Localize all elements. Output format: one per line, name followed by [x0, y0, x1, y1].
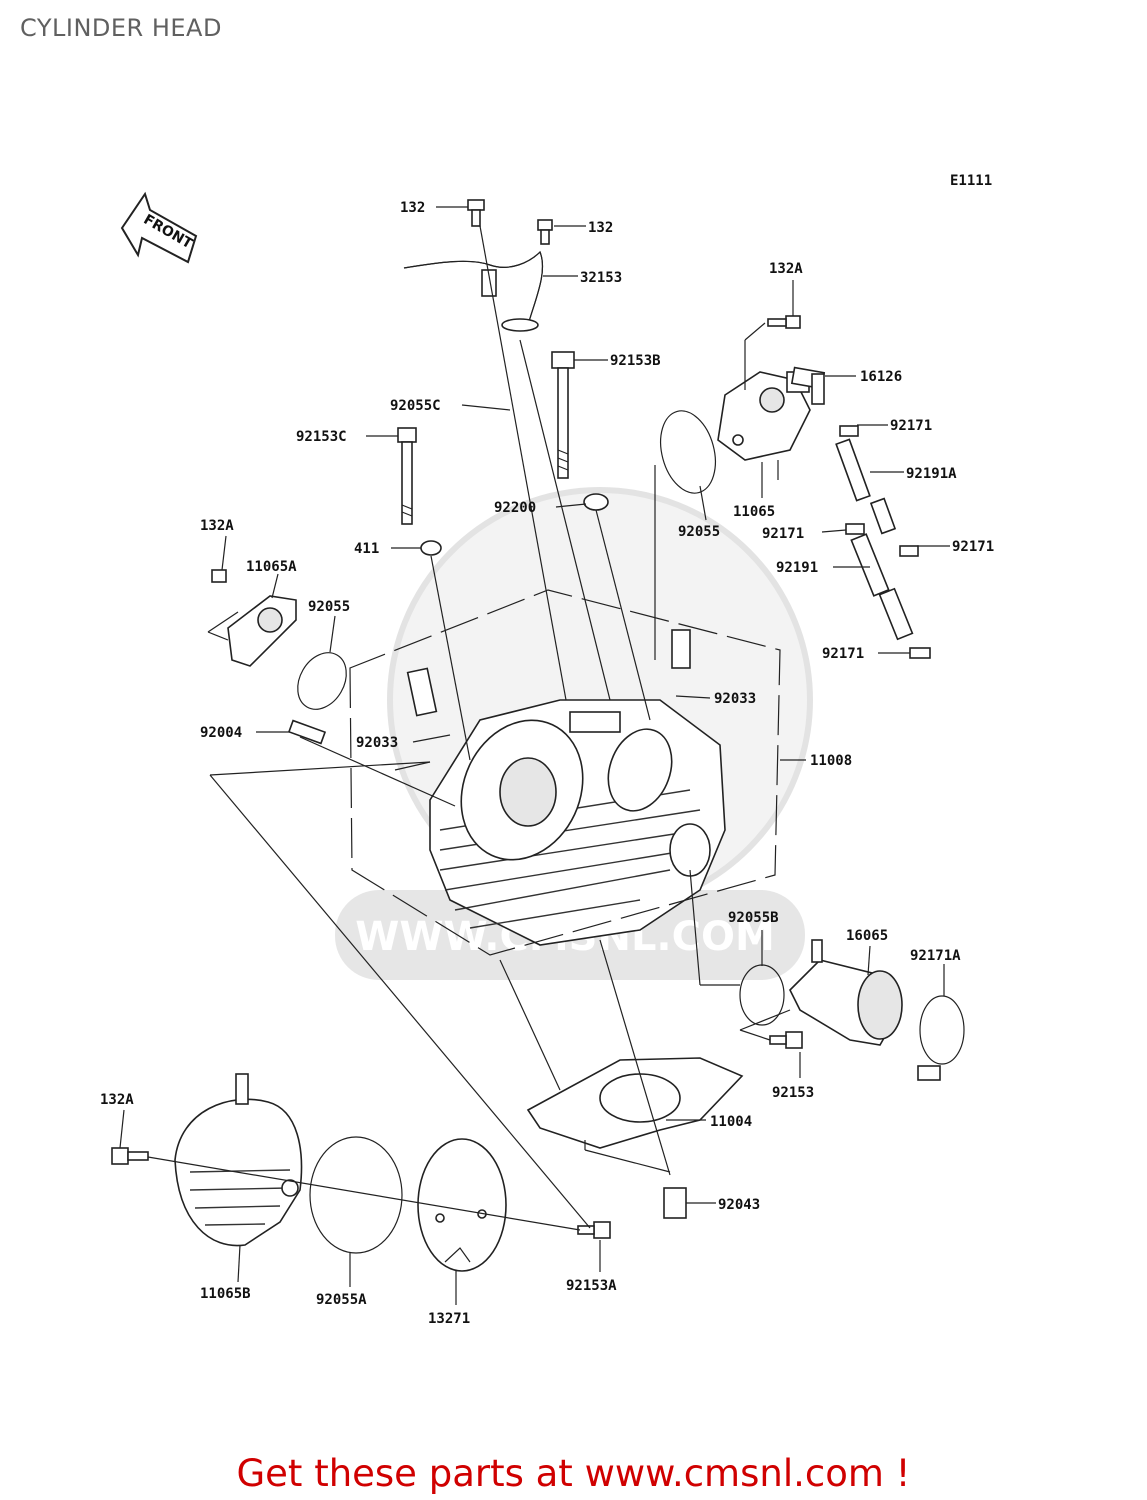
bolt-92153a	[577, 1221, 611, 1239]
clamp-92171-d	[909, 647, 931, 659]
bolt-92153c	[397, 427, 417, 525]
cover-11065b	[174, 1073, 303, 1247]
callout-label: 92055A	[316, 1292, 367, 1308]
bolt-132a-top	[767, 315, 801, 329]
bolt-132-a	[467, 199, 485, 227]
callout-label: 132A	[100, 1092, 134, 1108]
washer-92200	[583, 493, 609, 511]
hose-92191a	[835, 438, 897, 535]
cylinder-head	[429, 699, 726, 946]
callout-label: 13271	[428, 1311, 470, 1327]
gasket-11004	[526, 1057, 744, 1149]
bolt-132a-bottom	[111, 1147, 149, 1165]
parts-diagram: WWW.CMSNL.COM FRONT E1111	[100, 173, 994, 1327]
callout-label: 92171	[952, 539, 994, 555]
callout-label: 92171	[822, 646, 864, 662]
callout-label: 92191A	[906, 466, 957, 482]
callout-label: 92055	[308, 599, 350, 615]
callout-labels: 132 132 32153 132A 16126 92153B 92055C 9…	[100, 200, 994, 1327]
clamp-92171-b	[845, 523, 865, 535]
callout-label: 132A	[200, 518, 234, 534]
callout-label: 92200	[494, 500, 536, 516]
callout-label: 92153	[772, 1085, 814, 1101]
callout-label: 92171	[762, 526, 804, 542]
clamp-92171-a	[839, 425, 859, 437]
assembly-bracket	[349, 589, 781, 956]
callout-leaders	[119, 206, 950, 1305]
fitting-16126	[790, 366, 826, 405]
thermostat-housing	[717, 371, 811, 461]
callout-label: 92171	[890, 418, 932, 434]
callout-label: 92153B	[610, 353, 661, 369]
callout-label: 92033	[356, 735, 398, 751]
callout-label: 411	[354, 541, 379, 557]
cover-11065a	[211, 569, 297, 667]
callout-label: 132	[588, 220, 613, 236]
dowel-92043	[663, 1187, 687, 1219]
callout-label: 132	[400, 200, 425, 216]
callout-label: 11004	[710, 1114, 752, 1130]
clamp-92171a	[917, 995, 965, 1081]
o-ring-92055a	[309, 1136, 403, 1254]
callout-label: 132A	[769, 261, 803, 277]
front-arrow-icon: FRONT	[120, 191, 198, 264]
page-title: CYLINDER HEAD	[20, 14, 222, 42]
clamp-92171-c	[899, 545, 919, 557]
callout-label: 11065	[733, 504, 775, 520]
callout-label: 92153A	[566, 1278, 617, 1294]
callout-label: 92033	[714, 691, 756, 707]
bolt-92153	[769, 1031, 803, 1049]
reference-lines	[147, 225, 791, 1231]
callout-label: 92004	[200, 725, 242, 741]
washer-411	[420, 540, 442, 556]
callout-label: 92055	[678, 524, 720, 540]
callout-label: 11008	[810, 753, 852, 769]
callout-label: 92055C	[390, 398, 441, 414]
callout-label: 92191	[776, 560, 818, 576]
callout-label: 92055B	[728, 910, 779, 926]
callout-label: 11065A	[246, 559, 297, 575]
stud-92004	[287, 719, 327, 745]
callout-label: 92171A	[910, 948, 961, 964]
callout-label: 32153	[580, 270, 622, 286]
promo-link[interactable]: Get these parts at www.cmsnl.com !	[236, 1452, 911, 1495]
callout-label: 16126	[860, 369, 902, 385]
bolt-92153b	[551, 351, 575, 479]
callout-label: 92153C	[296, 429, 347, 445]
callout-label: 92043	[718, 1197, 760, 1213]
valve-guide-left	[406, 667, 438, 717]
o-ring-92055-top	[660, 410, 716, 494]
hose-92191	[850, 533, 914, 641]
intake-joint-16065	[789, 939, 903, 1046]
breather-pipe	[403, 250, 544, 332]
diagram-code: E1111	[950, 173, 992, 189]
bolt-132-b	[537, 219, 553, 245]
callout-label: 11065B	[200, 1286, 251, 1302]
o-ring-92055-left	[297, 652, 347, 710]
callout-label: 16065	[846, 928, 888, 944]
valve-guide-right	[671, 629, 691, 669]
